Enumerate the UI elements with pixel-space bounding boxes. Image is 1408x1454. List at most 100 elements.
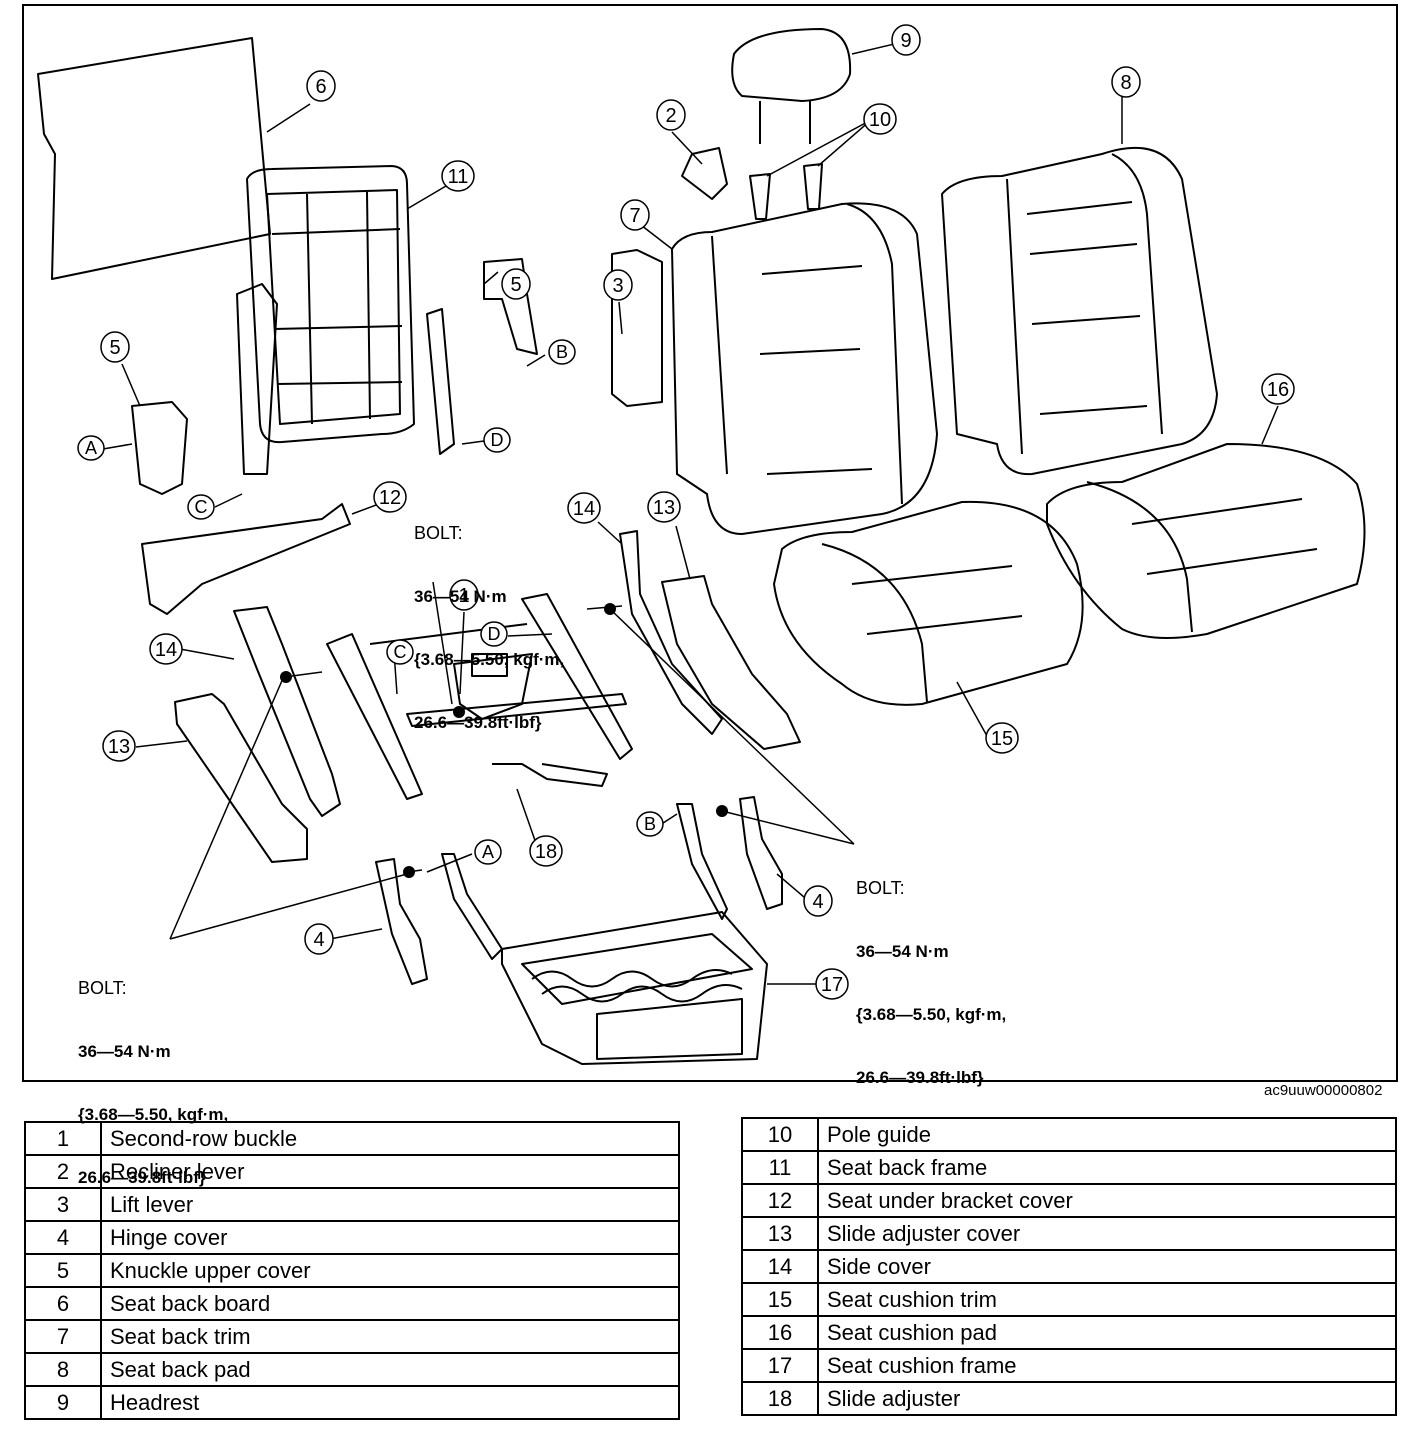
lift-lever — [611, 249, 663, 407]
callout-2: 2 — [656, 99, 686, 131]
marker-A-upper: A — [77, 435, 105, 461]
svg-text:7: 7 — [629, 205, 640, 227]
svg-text:14: 14 — [155, 639, 177, 661]
diagram-border — [22, 4, 1398, 1082]
callout-15: 15 — [985, 722, 1019, 754]
marker-B-upper: B — [548, 339, 576, 365]
marker-A-lower: A — [474, 839, 502, 865]
bolt-icon — [604, 603, 616, 615]
torque-kgf-m: {3.68—5.50, kgf·m, — [78, 1105, 229, 1124]
torque-ft-lbf: 26.6—39.8ft·lbf} — [856, 1068, 984, 1087]
hinge-cover-right — [739, 796, 783, 910]
headrest — [731, 28, 852, 102]
figure-reference-id: ac9uuw00000802 — [1264, 1082, 1383, 1099]
seat-cushion-frame — [501, 911, 768, 1065]
leader-lines — [102, 39, 1279, 985]
svg-text:D: D — [491, 430, 504, 450]
svg-text:10: 10 — [869, 109, 891, 131]
svg-text:A: A — [482, 842, 494, 862]
svg-text:16: 16 — [1267, 379, 1289, 401]
svg-text:6: 6 — [315, 76, 326, 98]
slide-adjuster-cover-right — [661, 575, 801, 750]
callout-14b: 14 — [149, 633, 183, 665]
seat-back-frame — [246, 165, 415, 444]
svg-text:4: 4 — [313, 929, 324, 951]
knuckle-upper-cover-left — [131, 401, 188, 495]
callout-6: 6 — [306, 70, 336, 102]
marker-D-upper: D — [483, 427, 511, 453]
svg-text:8: 8 — [1120, 72, 1131, 94]
pole-guide-1 — [749, 173, 771, 220]
seat-cushion-trim — [773, 500, 1084, 706]
svg-text:9: 9 — [900, 30, 911, 52]
svg-text:15: 15 — [991, 728, 1013, 750]
seat-under-bracket-cover — [141, 503, 351, 615]
callout-14a: 14 — [567, 492, 601, 524]
bolt-icon — [453, 706, 465, 718]
bolt-icon — [280, 671, 292, 683]
hinge-cover-left — [375, 858, 428, 985]
bolt-label: BOLT: — [78, 978, 127, 998]
side-cover-left — [233, 606, 341, 817]
seat-back-frame-inner — [266, 189, 401, 425]
torque-newton-meters: 36—54 N·m — [856, 942, 949, 961]
callout-markers: 6 11 5 5 9 10 2 7 3 8 16 12 14 13 1 14 1… — [100, 24, 1295, 1000]
svg-text:12: 12 — [379, 487, 401, 509]
bolt-icon — [716, 805, 728, 817]
callout-5a: 5 — [501, 268, 531, 300]
parts-drawing — [37, 28, 1366, 1065]
svg-text:B: B — [556, 342, 568, 362]
torque-ft-lbf: 26.6—39.8ft·lbf} — [414, 713, 542, 732]
torque-newton-meters: 36—54 N·m — [414, 587, 507, 606]
callout-1: 1 — [449, 579, 479, 611]
torque-newton-meters: 36—54 N·m — [78, 1042, 171, 1061]
callout-13b: 13 — [102, 730, 136, 762]
bolt-label: BOLT: — [856, 878, 905, 898]
svg-text:5: 5 — [109, 337, 120, 359]
exploded-seat-diagram: 6 11 5 5 9 10 2 7 3 8 16 12 14 13 1 14 1… — [22, 4, 1398, 1187]
callout-12: 12 — [373, 481, 407, 513]
callout-8: 8 — [1111, 66, 1141, 98]
callout-3: 3 — [603, 269, 633, 301]
callout-10: 10 — [863, 103, 897, 135]
reference-markers: B A D C D C B A — [77, 339, 664, 865]
svg-text:5: 5 — [510, 274, 521, 296]
svg-text:2: 2 — [665, 105, 676, 127]
seat-back-board — [37, 37, 271, 280]
svg-text:B: B — [644, 814, 656, 834]
torque-spec-right: BOLT: 36—54 N·m {3.68—5.50, kgf·m, 26.6—… — [856, 836, 1006, 1130]
marker-D-lower: D — [480, 621, 508, 647]
svg-text:C: C — [195, 497, 208, 517]
svg-text:11: 11 — [448, 166, 469, 188]
seat-cushion-pad — [1046, 443, 1366, 639]
callout-5b: 5 — [100, 331, 130, 363]
callout-7: 7 — [620, 199, 650, 231]
svg-text:D: D — [488, 624, 501, 644]
svg-text:18: 18 — [535, 841, 557, 863]
callout-17: 17 — [815, 968, 849, 1000]
callout-4b: 4 — [304, 923, 334, 955]
svg-text:14: 14 — [573, 498, 595, 520]
svg-text:C: C — [394, 642, 407, 662]
bolt-icon — [403, 866, 415, 878]
